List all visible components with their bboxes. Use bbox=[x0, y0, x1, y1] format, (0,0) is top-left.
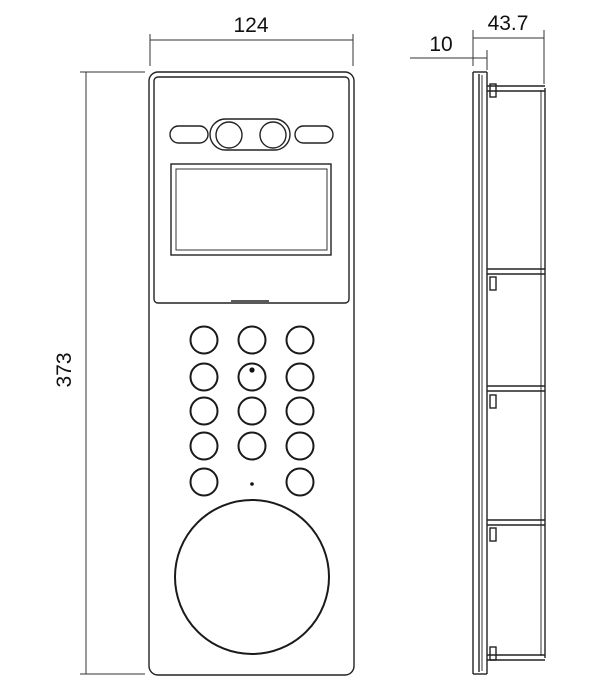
keypad-button-r4-c1 bbox=[189, 431, 219, 461]
left-indicator bbox=[169, 125, 209, 144]
camera-housing bbox=[209, 118, 291, 151]
card-reader-area bbox=[174, 499, 330, 655]
right-indicator bbox=[294, 125, 334, 144]
keypad-button-r1-c3 bbox=[285, 325, 315, 355]
front-view: 124 373 bbox=[53, 14, 355, 676]
keypad-button-r2-c1 bbox=[189, 362, 219, 392]
keypad-button-r3-c2 bbox=[237, 396, 267, 426]
side-ribs bbox=[487, 268, 545, 526]
keypad bbox=[189, 325, 315, 497]
keypad-button-r1-c2 bbox=[237, 325, 267, 355]
camera-lens-left bbox=[215, 121, 243, 149]
side-view: 43.7 10 bbox=[410, 12, 546, 675]
keypad-button-r2-c2 bbox=[237, 362, 267, 392]
display-screen-inner bbox=[175, 168, 328, 251]
keypad-button-r3-c3 bbox=[285, 396, 315, 426]
keypad-indicator-dot bbox=[249, 367, 255, 373]
keypad-button-r2-c3 bbox=[285, 362, 315, 392]
width-dimension-label: 124 bbox=[233, 14, 268, 37]
height-dimension: 373 bbox=[53, 71, 145, 675]
flange-dimension: 10 bbox=[410, 33, 488, 70]
keypad-button-r3-c1 bbox=[189, 396, 219, 426]
camera-panel bbox=[153, 76, 350, 304]
flange-dimension-label: 10 bbox=[429, 33, 452, 56]
keypad-button-r5-c1 bbox=[189, 467, 219, 497]
keypad-button-r4-c2 bbox=[237, 431, 267, 461]
camera-lens-right bbox=[259, 121, 287, 149]
width-dimension: 124 bbox=[149, 14, 354, 66]
front-outer-body bbox=[148, 71, 355, 676]
keypad-button-r5-c3 bbox=[285, 467, 315, 497]
depth-dimension-label: 43.7 bbox=[488, 12, 529, 35]
display-screen-outer bbox=[170, 163, 332, 256]
keypad-button-r1-c1 bbox=[189, 325, 219, 355]
height-dimension-label: 373 bbox=[53, 352, 76, 387]
mounting-tabs bbox=[489, 83, 497, 661]
keypad-button-r4-c3 bbox=[285, 431, 315, 461]
microphone-dot bbox=[250, 482, 254, 486]
depth-dimension: 43.7 bbox=[472, 12, 545, 84]
